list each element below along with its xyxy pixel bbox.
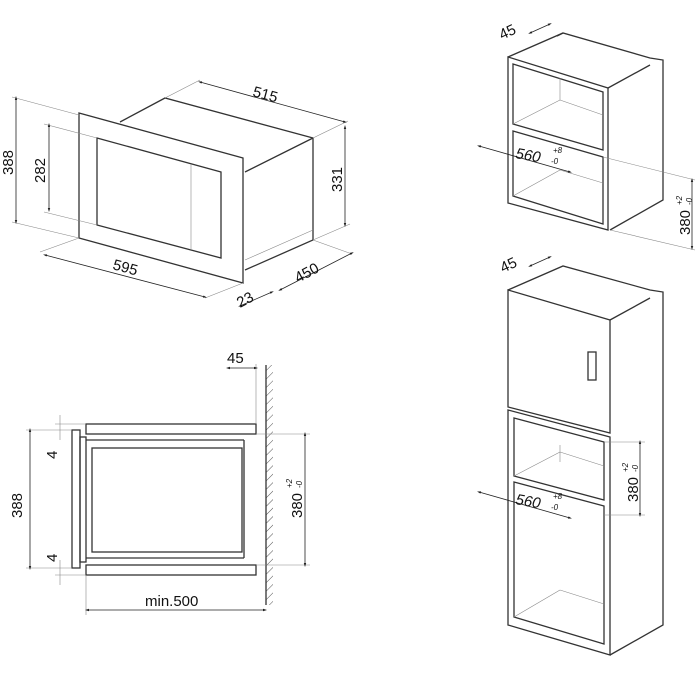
tall-cabinet: 45 560 +8 -0 380 +2 -0 [477,254,664,656]
label-595: 595 [111,256,140,279]
svg-text:-0: -0 [295,480,304,488]
dim-515 [198,81,347,123]
svg-text:-0: -0 [551,157,559,166]
body-edge [244,137,314,173]
label-min500: min.500 [145,593,198,610]
label-560-bottom: 560 [514,491,542,512]
svg-text:+8: +8 [553,146,563,155]
dim-45-bottom [528,256,552,267]
label-388-section: 388 [9,493,26,518]
label-45-bottom: 45 [498,254,520,276]
svg-text:-0: -0 [631,464,640,472]
svg-text:-0: -0 [685,197,694,205]
oven-window [96,137,222,259]
label-282: 282 [32,158,49,183]
dim-595 [43,254,207,298]
label-380-bottom: 380 [625,477,642,502]
label-560-top: 560 [514,145,542,166]
label-331: 331 [329,167,346,192]
label-45-top: 45 [497,21,519,43]
label-4-top: 4 [44,451,61,459]
dim-45-top [528,23,552,34]
wall-cabinet: 45 560 +8 -0 380 +2 -0 [477,21,696,251]
section-view: 45 4 4 388 380 +2 -0 min.500 [9,350,310,615]
label-380-section: 380 [289,493,306,518]
label-45-section: 45 [227,350,244,367]
svg-text:+8: +8 [553,492,563,501]
label-23: 23 [234,289,257,312]
svg-text:+2: +2 [621,462,630,472]
label-380-top: 380 [677,210,694,235]
dim-560-bottom [477,491,572,519]
label-450: 450 [292,260,322,287]
door-handle [587,351,597,381]
label-388: 388 [0,150,17,175]
dim-560-top [477,145,572,173]
oven-isometric: 515 388 282 331 595 450 23 [0,79,354,312]
dim-450 [278,252,354,291]
svg-text:+2: +2 [285,478,294,488]
dim-23 [238,291,274,307]
label-515: 515 [251,83,280,106]
svg-text:-0: -0 [551,503,559,512]
label-4-bottom: 4 [44,554,61,562]
svg-text:+2: +2 [675,195,684,205]
oven-body [119,97,314,271]
